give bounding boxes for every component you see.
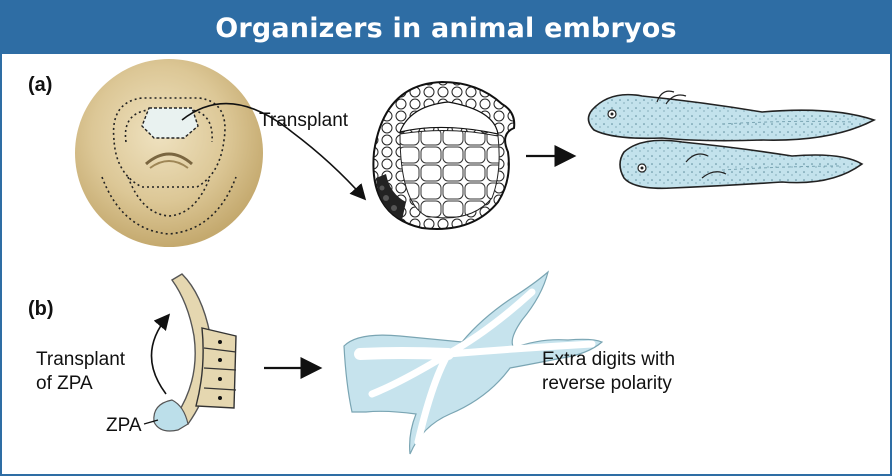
donor-embryo [75,59,263,247]
transplant-arrow-b [151,316,168,394]
transplant-zpa-line1: Transplant [36,348,125,372]
panel-b-label: (b) [28,298,54,321]
host-embryo-section [373,82,514,229]
limb-bud [154,274,236,431]
panel-a-label: (a) [28,74,52,97]
result-label-line2: reverse polarity [542,372,672,396]
zpa-label: ZPA [106,414,142,438]
twin-tadpoles [588,91,874,188]
result-label-line1: Extra digits with [542,348,675,372]
transplant-label-a: Transplant [259,109,348,133]
transplant-zpa-line2: of ZPA [36,372,93,396]
